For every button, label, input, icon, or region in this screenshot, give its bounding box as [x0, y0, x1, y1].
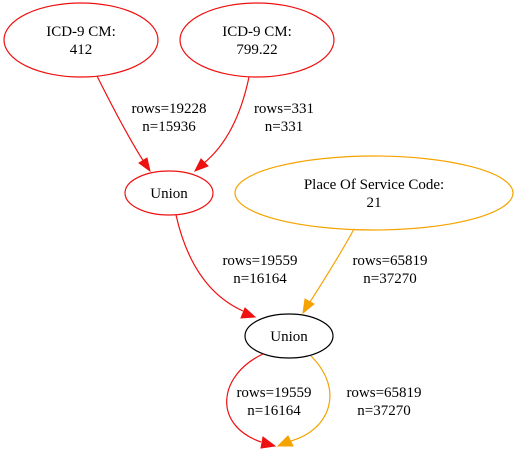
node-place-of-service-shape [234, 155, 514, 231]
edge-icd799-to-union-top-n: n=331 [265, 119, 303, 135]
node-union-bottom-shape [244, 313, 334, 359]
node-union-top-shape [124, 170, 214, 216]
edge-icd412-to-union-top-line [96, 75, 145, 163]
node-place-of-service-line1: Place Of Service Code: [304, 177, 444, 193]
node-place-of-service[interactable]: Place Of Service Code: 21 [234, 155, 514, 231]
edge-icd412-to-union-top-n: n=15936 [142, 119, 196, 135]
edge-union-bottom-out-red-line [226, 353, 264, 443]
edge-union-bottom-out-orange-n: n=37270 [357, 403, 410, 419]
node-icd-412-shape [3, 2, 159, 78]
edge-union-bottom-out-red-arrowhead [260, 436, 277, 449]
edge-union-bottom-out-orange-rows: rows=65819 [346, 385, 421, 401]
edge-union-bottom-out-red: rows=19559 n=16164 [226, 353, 312, 449]
edge-union-top-to-union-bottom-n: n=16164 [233, 271, 287, 287]
edge-icd412-to-union-top-rows: rows=19228 [131, 101, 206, 117]
edge-union-bottom-out-red-rows: rows=19559 [236, 385, 311, 401]
node-icd-799-22-line1: ICD-9 CM: [222, 24, 292, 40]
edge-union-bottom-out-orange: rows=65819 n=37270 [276, 355, 422, 447]
edge-icd799-to-union-top-arrowhead [193, 158, 209, 172]
node-icd-412[interactable]: ICD-9 CM: 412 [3, 2, 159, 78]
edge-pos-to-union-bottom-line [309, 228, 355, 303]
edge-union-top-to-union-bottom-rows: rows=19559 [222, 253, 297, 269]
edge-icd799-to-union-top: rows=331 n=331 [193, 76, 314, 172]
edge-union-bottom-out-orange-arrowhead [276, 435, 294, 447]
edge-union-top-to-union-bottom-arrowhead [240, 307, 257, 319]
edge-union-top-to-union-bottom-line [175, 214, 244, 312]
node-icd-412-line2: 412 [70, 42, 93, 58]
edge-union-bottom-out-orange-line [290, 355, 331, 442]
node-union-bottom-label: Union [270, 329, 308, 345]
edge-pos-to-union-bottom: rows=65819 n=37270 [302, 228, 428, 315]
edge-icd412-to-union-top-arrowhead [138, 157, 151, 173]
edge-icd799-to-union-top-rows: rows=331 [254, 101, 314, 117]
edge-pos-to-union-bottom-rows: rows=65819 [352, 253, 427, 269]
node-place-of-service-line2: 21 [367, 195, 382, 211]
node-icd-412-line1: ICD-9 CM: [46, 24, 116, 40]
node-union-top-label: Union [150, 186, 188, 202]
edge-pos-to-union-bottom-n: n=37270 [363, 271, 416, 287]
node-union-bottom[interactable]: Union [244, 313, 334, 359]
node-icd-799-22[interactable]: ICD-9 CM: 799.22 [179, 2, 335, 78]
edge-union-top-to-union-bottom: rows=19559 n=16164 [175, 214, 298, 319]
node-icd-799-22-shape [179, 2, 335, 78]
node-union-top[interactable]: Union [124, 170, 214, 216]
node-icd-799-22-line2: 799.22 [236, 42, 277, 58]
edge-icd799-to-union-top-line [203, 76, 250, 164]
edge-union-bottom-out-red-n: n=16164 [247, 403, 301, 419]
edge-pos-to-union-bottom-arrowhead [302, 298, 315, 315]
edge-icd412-to-union-top: rows=19228 n=15936 [96, 75, 207, 173]
